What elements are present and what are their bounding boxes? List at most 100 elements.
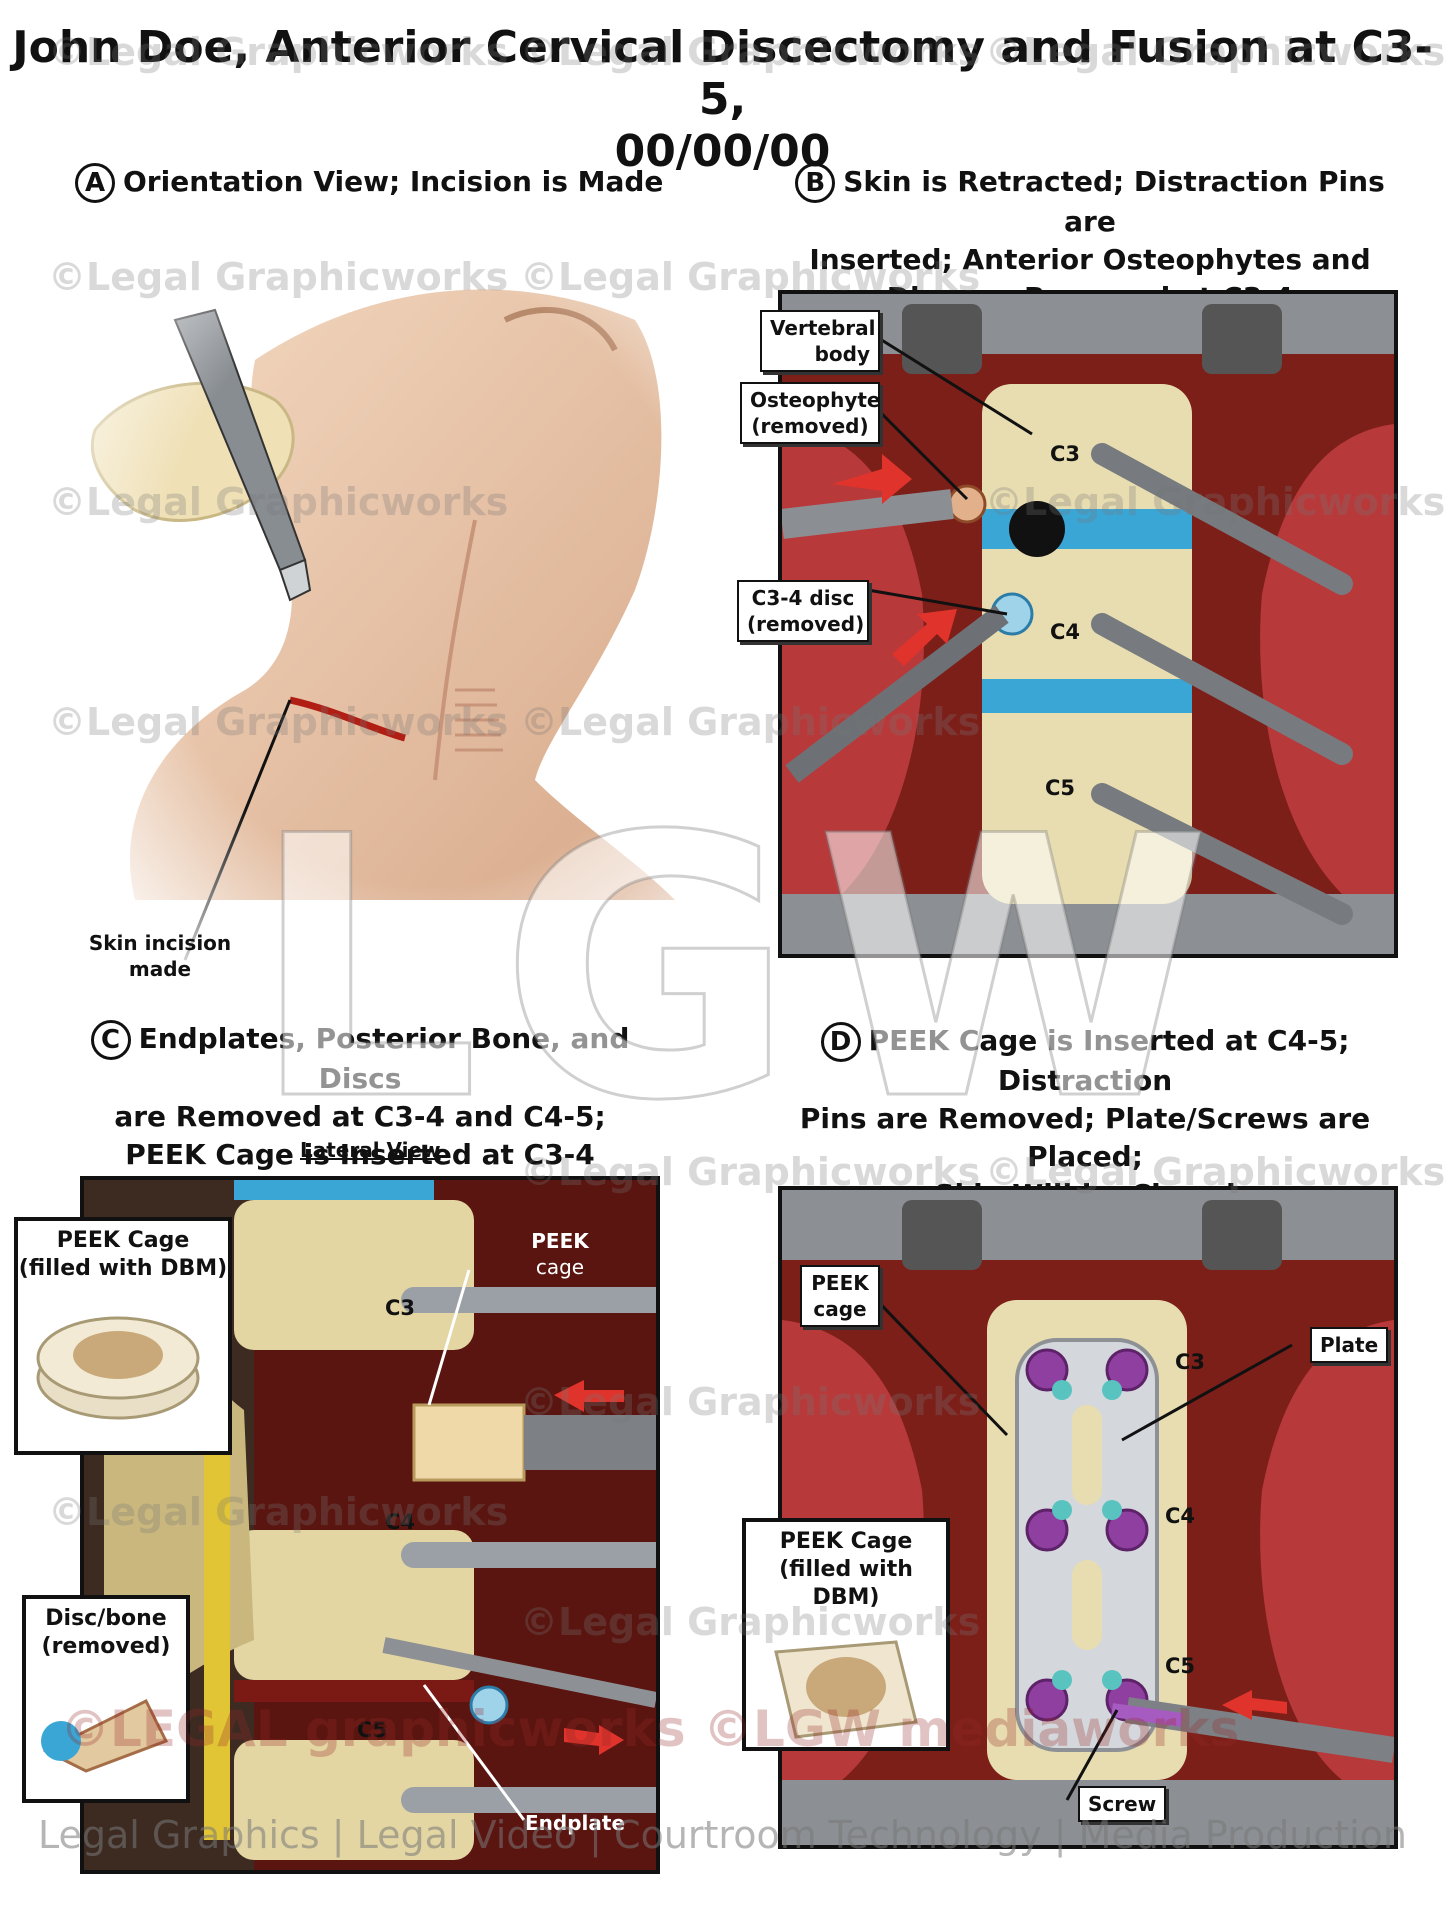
- level-label-d-c4: C4: [1165, 1504, 1196, 1528]
- inset-disc-bone-line2: (removed): [41, 1634, 171, 1659]
- watermark-7: ©Legal Graphicworks: [985, 480, 1445, 524]
- distraction-pin-c4: [1091, 613, 1353, 765]
- locking-tabs: [1052, 1380, 1122, 1690]
- callout-c3-4-disc-line1: C3-4 disc: [751, 586, 855, 610]
- bone-screw: [1111, 1703, 1183, 1727]
- callout-osteophyte: Osteophyte (removed): [740, 382, 881, 444]
- inset-peek-cage-d-line2: (filled with DBM): [779, 1557, 913, 1610]
- level-label-b-c5: C5: [1045, 776, 1076, 800]
- inset-peek-cage-d-title: PEEK Cage (filled with DBM): [746, 1522, 946, 1612]
- level-label-b-c3: C3: [1050, 442, 1081, 466]
- inset-peek-cage-c-line2: (filled with DBM): [18, 1256, 228, 1281]
- label-skin-incision-line1: Skin incision: [88, 931, 232, 955]
- watermark-2: ©Legal Graphicworks: [520, 30, 981, 74]
- lateral-view-label: Lateral View: [300, 1138, 441, 1162]
- inset-disc-bone-title: Disc/bone (removed): [26, 1599, 186, 1661]
- inset-peek-cage-c: PEEK Cage (filled with DBM): [14, 1217, 232, 1455]
- arrow-insert-icon: [554, 1380, 624, 1412]
- distraction-pin-c3: [1091, 443, 1353, 595]
- lgw-logo-watermark: LGW: [249, 759, 1232, 1181]
- panel-c-badge: C: [90, 1020, 131, 1060]
- inset-peek-cage-d-line1: PEEK Cage: [779, 1529, 913, 1554]
- watermark-14: ©Legal Graphicworks: [520, 1600, 981, 1644]
- label-peek-cage-c-line1: PEEK: [531, 1229, 589, 1253]
- cage-inserter: [524, 1415, 656, 1470]
- peek-cage-icon-d: [774, 1640, 918, 1739]
- distraction-pin-c5: [1091, 783, 1353, 925]
- title-line-1: John Doe, Anterior Cervical Discectomy a…: [12, 22, 1433, 125]
- inset-peek-cage-c-title: PEEK Cage (filled with DBM): [18, 1221, 228, 1283]
- level-label-b-c4: C4: [1050, 620, 1081, 644]
- disc-space-opening: [1009, 501, 1065, 557]
- label-peek-cage-c-line2: cage: [535, 1255, 585, 1279]
- peek-cage-icon: [36, 1316, 200, 1420]
- watermark-5: ©Legal Graphicworks: [520, 255, 981, 299]
- page-title: John Doe, Anterior Cervical Discectomy a…: [0, 22, 1445, 178]
- callout-screw: Screw: [1078, 1786, 1167, 1822]
- callout-plate: Plate: [1310, 1327, 1389, 1363]
- watermark-3: ©Legal Graphicworks: [985, 30, 1445, 74]
- panel-a-illustration: [75, 260, 715, 980]
- label-skin-incision-line2: made: [128, 957, 192, 981]
- anterior-plate: [1015, 1338, 1159, 1752]
- removed-disc-lateral: [469, 1685, 509, 1725]
- panel-c-heading-line3: PEEK Cage is Inserted at C3-4: [125, 1138, 595, 1171]
- neck-illustration: [75, 260, 715, 980]
- osteophyte-fragment: [947, 484, 987, 524]
- label-peek-cage-c: PEEK cage: [530, 1228, 590, 1280]
- panel-c-heading-text1: Endplates, Posterior Bone, and Discs: [138, 1022, 630, 1095]
- rongeur-instrument: [782, 489, 954, 539]
- surgical-field-b: [782, 294, 1394, 954]
- panel-b-badge: B: [795, 163, 836, 203]
- callout-osteophyte-line1: Osteophyte: [750, 388, 881, 412]
- arrow-left-icon: [832, 454, 912, 504]
- label-endplate: Endplate: [525, 1811, 626, 1835]
- callout-vertebral-body-line2: body: [814, 342, 870, 366]
- peek-cage-lateral: [412, 1403, 526, 1482]
- panel-d-badge: D: [820, 1022, 861, 1062]
- label-skin-incision: Skin incision made: [70, 930, 250, 982]
- panel-b-heading-text1: Skin is Retracted; Distraction Pins are: [843, 165, 1385, 238]
- arrow-remove-icon: [564, 1725, 624, 1755]
- watermark-10: ©Legal Graphicworks: [520, 1150, 981, 1194]
- level-label-d-c5: C5: [1165, 1654, 1196, 1678]
- callout-c3-4-disc: C3-4 disc (removed): [737, 580, 869, 642]
- watermark-13: ©Legal Graphicworks: [48, 1490, 509, 1534]
- inset-disc-bone-line1: Disc/bone: [45, 1606, 167, 1631]
- level-label-d-c3: C3: [1175, 1350, 1206, 1374]
- inset-peek-cage-d: PEEK Cage (filled with DBM): [742, 1518, 950, 1751]
- level-label-c-c4: C4: [385, 1510, 416, 1534]
- disc-bone-fragment-icon: [41, 1698, 169, 1773]
- callout-vertebral-body: Vertebral body: [760, 310, 880, 372]
- panel-c-heading-line2: are Removed at C3-4 and C4-5;: [114, 1100, 606, 1133]
- arrow-down-left-icon: [892, 609, 957, 666]
- watermark-1: ©Legal Graphicworks: [48, 30, 509, 74]
- watermark-11: ©Legal Graphicworks: [985, 1150, 1445, 1194]
- kerrison-instrument: [785, 605, 1009, 783]
- level-label-c-c3: C3: [385, 1296, 416, 1320]
- callout-osteophyte-line2: (removed): [751, 414, 869, 438]
- watermark-bottom-logo: ©LEGAL graphicworks ©LGW mediaworks: [60, 1700, 1240, 1758]
- panel-b-heading-line2: Inserted; Anterior Osteophytes and: [809, 243, 1371, 276]
- vertebra-c3: [234, 1200, 474, 1350]
- panel-a-badge: A: [75, 163, 115, 203]
- vertebra-c5: [234, 1740, 474, 1860]
- watermark-6: ©Legal Graphicworks: [48, 480, 509, 524]
- callout-peek-cage-d-line1: PEEK: [811, 1271, 869, 1295]
- watermark-8: ©Legal Graphicworks: [48, 700, 509, 744]
- panel-a-heading-text: Orientation View; Incision is Made: [123, 165, 664, 198]
- callout-vertebral-body-line1: Vertebral: [770, 316, 876, 340]
- panel-b-frame: [778, 290, 1398, 958]
- panel-d-heading-text1: PEEK Cage is Inserted at C4-5; Distracti…: [868, 1024, 1350, 1097]
- disc-c4-5: [982, 679, 1192, 713]
- callout-peek-cage-d: PEEK cage: [800, 1265, 880, 1327]
- watermark-12: ©Legal Graphicworks: [520, 1380, 981, 1424]
- inset-peek-cage-c-line1: PEEK Cage: [56, 1228, 190, 1253]
- arrow-screw-icon: [1222, 1690, 1287, 1720]
- callout-peek-cage-d-line2: cage: [813, 1297, 867, 1321]
